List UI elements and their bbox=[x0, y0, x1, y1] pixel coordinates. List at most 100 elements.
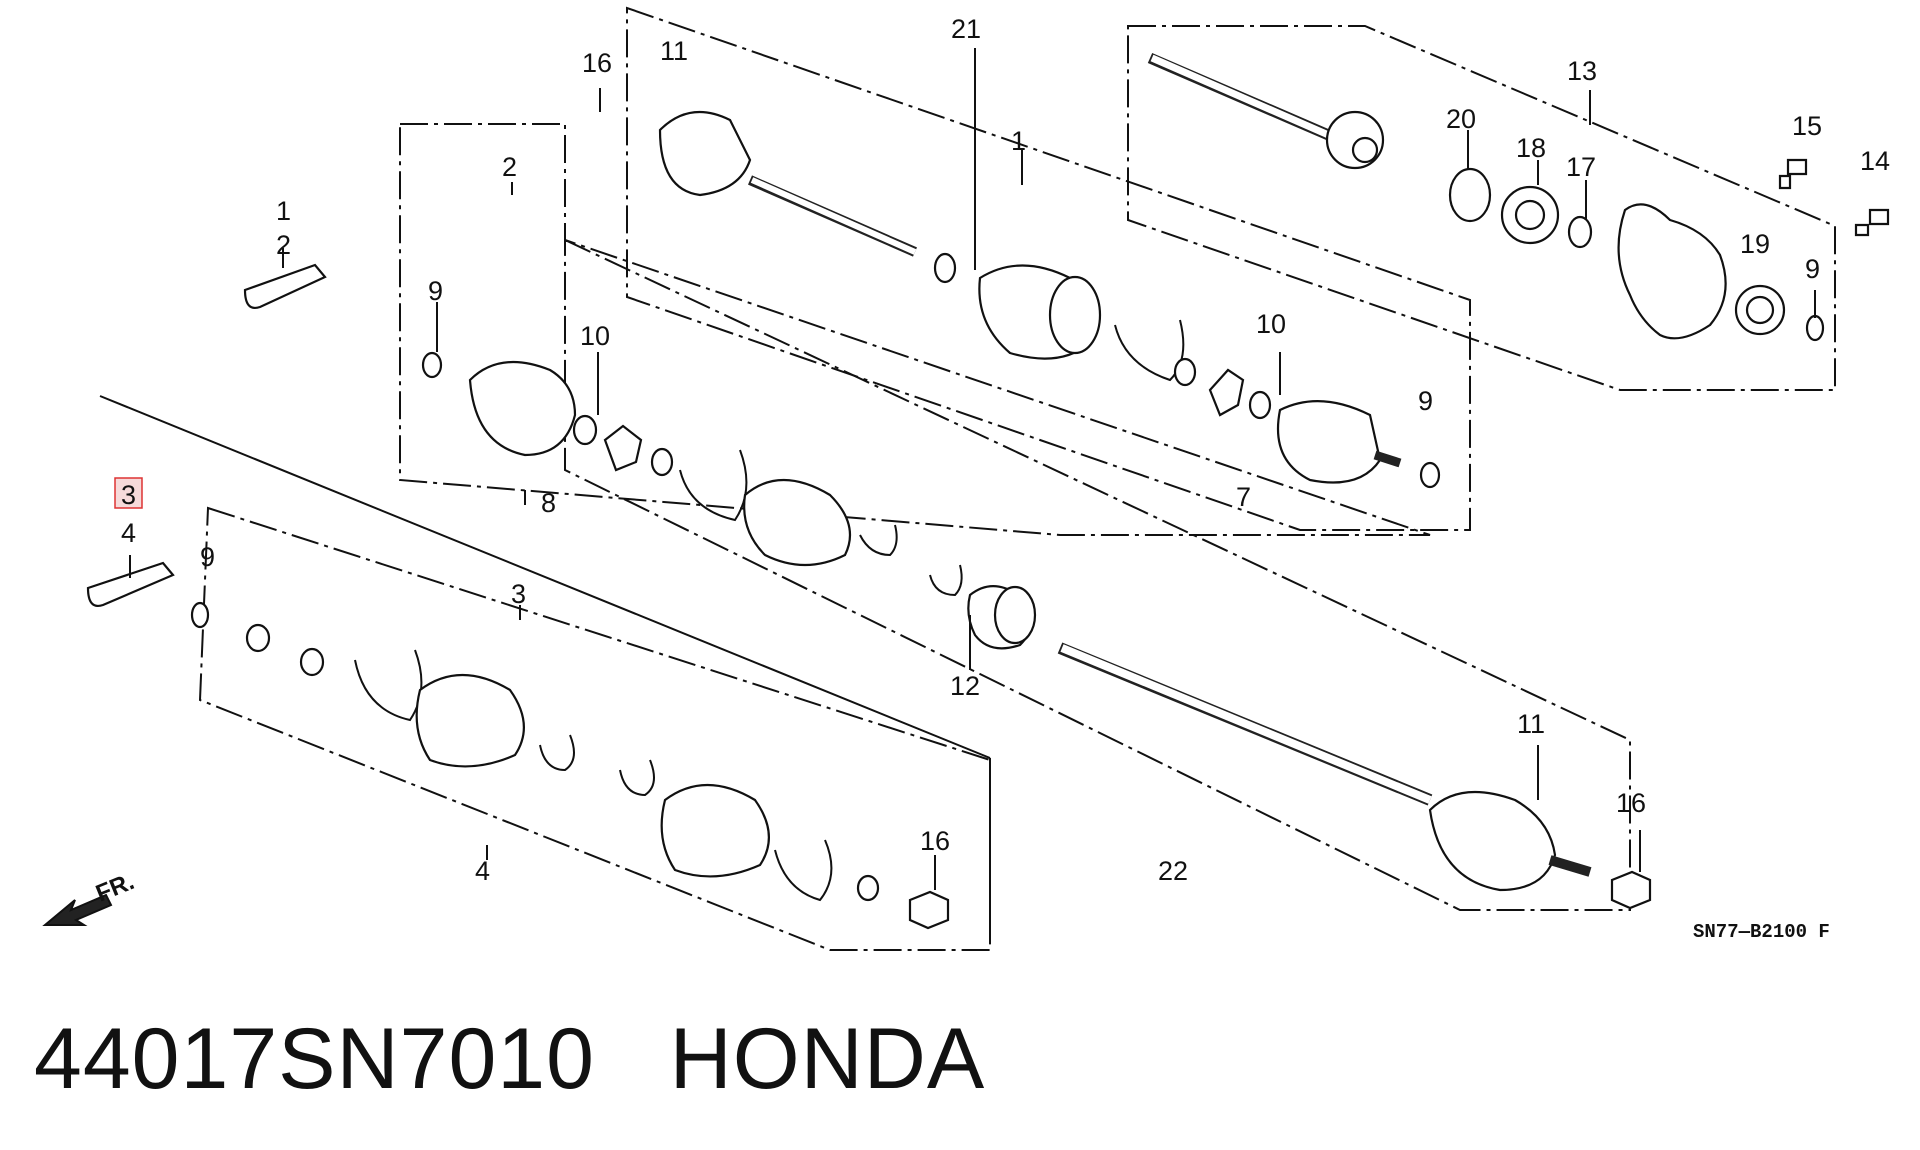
outer-cv-stub-22 bbox=[1548, 855, 1592, 877]
callout-16a: 16 bbox=[582, 48, 612, 78]
boot-band-5 bbox=[539, 734, 575, 772]
part-3-4-sleeve bbox=[86, 561, 175, 607]
callout-4b: 4 bbox=[475, 856, 490, 886]
tripod-joint-8 bbox=[603, 424, 643, 472]
seal-19-inner bbox=[1745, 295, 1775, 325]
callout-14: 14 bbox=[1860, 146, 1890, 176]
callout-16c: 16 bbox=[920, 826, 950, 856]
bolt-14 bbox=[1854, 208, 1890, 237]
bearing-support-bracket bbox=[1617, 203, 1727, 340]
ring-17 bbox=[1567, 215, 1593, 249]
intermediate-shaft-13 bbox=[1147, 52, 1890, 342]
inner-joint-housing bbox=[1276, 400, 1382, 484]
boot-band-2 bbox=[679, 449, 748, 522]
driveshaft-assembly-2 bbox=[421, 351, 898, 567]
part-title: 44017SN7010 HONDA bbox=[34, 1010, 985, 1109]
frame-intermediate-13 bbox=[1127, 25, 1836, 391]
boot-band-7 bbox=[774, 839, 833, 902]
frame-shaft-3-4 bbox=[198, 506, 991, 951]
callout-2a: 2 bbox=[276, 230, 291, 260]
brand-name: HONDA bbox=[669, 1011, 986, 1107]
intermediate-shaft-flange-hub bbox=[1351, 136, 1379, 164]
boot-band-6 bbox=[619, 759, 655, 797]
callout-12: 12 bbox=[950, 671, 980, 701]
callout-19: 19 bbox=[1740, 229, 1770, 259]
inner-boot-4 bbox=[660, 784, 770, 878]
shaft-1-bar-inner bbox=[750, 177, 917, 255]
driveshaft-assembly-3-4 bbox=[190, 601, 950, 930]
shaft-22-bar-inner bbox=[1060, 644, 1432, 804]
callout-15: 15 bbox=[1792, 111, 1822, 141]
ring-10 bbox=[572, 414, 598, 446]
callout-13: 13 bbox=[1567, 56, 1597, 86]
leader-lines bbox=[129, 48, 1816, 890]
callout-16b: 16 bbox=[1616, 788, 1646, 818]
frame-shaft-1 bbox=[626, 6, 1471, 531]
intermediate-shaft-flange bbox=[1325, 110, 1385, 170]
callout-18: 18 bbox=[1516, 133, 1546, 163]
callout-7: 7 bbox=[1236, 482, 1251, 512]
inner-boot-1-mouth bbox=[1048, 275, 1102, 355]
driveshaft-22 bbox=[929, 564, 1652, 910]
boot-band-12 bbox=[929, 564, 963, 597]
callout-1a: 1 bbox=[276, 196, 291, 226]
circlip-20 bbox=[1448, 167, 1492, 223]
bolt-15 bbox=[1778, 158, 1808, 190]
callout-3a: 3 bbox=[121, 480, 136, 510]
boot-band-4 bbox=[354, 649, 423, 722]
ring-2 bbox=[1173, 357, 1197, 387]
boot-band-1 bbox=[1114, 319, 1185, 382]
callout-9a: 9 bbox=[1805, 254, 1820, 284]
nut-16-right bbox=[1610, 870, 1652, 910]
callout-9b: 9 bbox=[428, 276, 443, 306]
callout-10a: 10 bbox=[580, 321, 610, 351]
clip-9-top bbox=[1419, 461, 1441, 489]
frame-left-divider bbox=[99, 395, 991, 759]
inner-joint-stub bbox=[1373, 450, 1402, 468]
inner-boot-2 bbox=[743, 478, 852, 567]
front-direction-arrow-icon: FR. bbox=[42, 868, 138, 926]
outer-cv-joint-boot bbox=[658, 110, 752, 197]
callout-highlight-box bbox=[114, 477, 143, 509]
callout-21: 21 bbox=[951, 14, 981, 44]
callout-9d: 9 bbox=[200, 542, 215, 572]
frame-shaft-2 bbox=[399, 123, 1431, 536]
ring-6 bbox=[299, 647, 325, 677]
part-number: 44017SN7010 bbox=[34, 1011, 595, 1107]
clip-9-right bbox=[1805, 314, 1825, 342]
outer-cv-joint-22 bbox=[1428, 790, 1557, 892]
callout-11b: 11 bbox=[1517, 709, 1545, 739]
outer-boot-3 bbox=[415, 674, 525, 768]
callout-9c: 9 bbox=[1418, 386, 1433, 416]
ring-5 bbox=[245, 623, 271, 653]
nut-16-left bbox=[908, 890, 950, 930]
callout-2b: 2 bbox=[502, 152, 517, 182]
ring-3 bbox=[1248, 390, 1272, 420]
callout-1b: 1 bbox=[1011, 126, 1026, 156]
clip-9-mid bbox=[421, 351, 443, 379]
bearing-18-inner bbox=[1514, 199, 1546, 231]
part-1-2-sleeve bbox=[243, 263, 327, 309]
ring-4 bbox=[650, 447, 674, 477]
callout-10b: 10 bbox=[1256, 309, 1286, 339]
intermediate-shaft-bar-inner bbox=[1150, 54, 1342, 144]
clip-9-lower bbox=[190, 601, 210, 629]
callout-labels: 1 2 3 4 16 11 21 1 2 13 20 18 17 15 14 1… bbox=[121, 14, 1890, 886]
callout-20: 20 bbox=[1446, 104, 1476, 134]
arrow-shape bbox=[42, 893, 113, 926]
callout-17: 17 bbox=[1566, 152, 1596, 182]
drawing-code: SN77—B2100 F bbox=[1693, 921, 1830, 943]
callout-8: 8 bbox=[541, 488, 556, 518]
direction-label: FR. bbox=[92, 868, 138, 908]
callout-22: 22 bbox=[1158, 856, 1188, 886]
inner-joint-7 bbox=[1208, 368, 1441, 489]
outer-joint-housing-2 bbox=[468, 360, 577, 457]
damper-ring bbox=[993, 585, 1037, 645]
boot-band-3 bbox=[859, 524, 898, 557]
tripod-joint-top bbox=[1208, 368, 1245, 417]
ring-7 bbox=[856, 874, 880, 902]
callout-4a: 4 bbox=[121, 518, 136, 548]
callout-3b: 3 bbox=[511, 579, 526, 609]
ring-1 bbox=[933, 252, 957, 284]
